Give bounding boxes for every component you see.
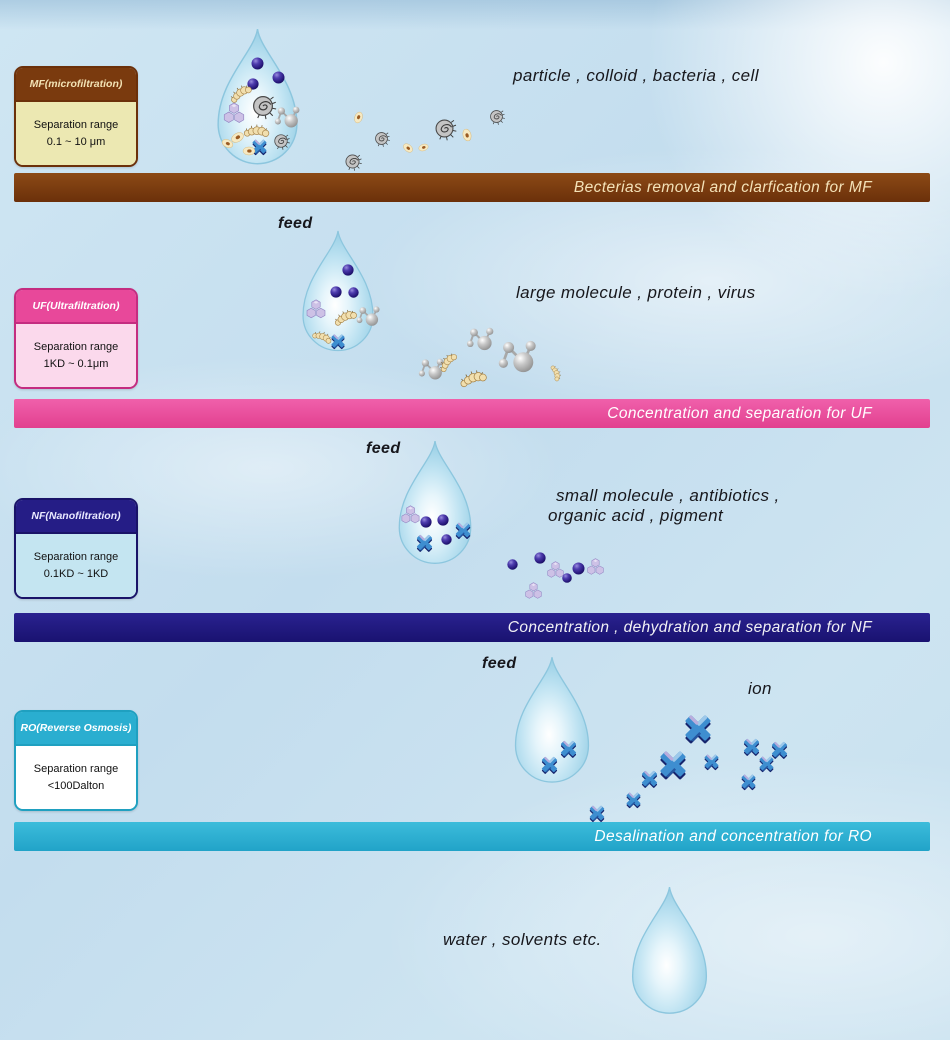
protein-icon — [547, 363, 568, 384]
ro-separation-range-label: Separation range — [33, 763, 119, 775]
uf-box-title: UF(Ultrafiltration) — [16, 290, 136, 324]
ro-separation-range-value: <100Dalton — [47, 780, 105, 792]
molecule-icon — [465, 325, 495, 355]
nf-banner-text: Concentration , dehydration and separati… — [507, 618, 872, 636]
nf-separation-range-label: Separation range — [33, 551, 119, 563]
uf-scatter-label: large molecule , protein , virus — [516, 283, 756, 302]
uf-separation-range-value: 1KD ~ 0.1μm — [43, 358, 109, 370]
hexcluster-icon — [585, 557, 606, 578]
bacteria-icon — [431, 115, 458, 142]
bacteria-icon — [487, 107, 506, 126]
uf-box-body: Separation range 1KD ~ 0.1μm — [16, 324, 136, 387]
ion-icon — [586, 802, 608, 824]
sphere-icon — [250, 56, 265, 71]
ion-label: ion — [748, 679, 772, 698]
ion-icon — [538, 753, 561, 776]
nf-feed-label: feed — [366, 440, 401, 457]
mf-separation-range-value: 0.1 ~ 10 μm — [46, 136, 106, 148]
nf-info-box: NF(Nanofiltration) Separation range 0.1K… — [14, 498, 138, 599]
mf-banner: Becterias removal and clarfication for M… — [14, 173, 930, 202]
nf-box-title: NF(Nanofiltration) — [16, 500, 136, 534]
mf-box-title: MF(microfiltration) — [16, 68, 136, 102]
uf-banner-text: Concentration and separation for UF — [607, 404, 872, 422]
bacteria-icon — [372, 129, 391, 148]
sphere-icon — [419, 515, 433, 529]
cell-icon — [348, 107, 367, 126]
ro-box-title: RO(Reverse Osmosis) — [16, 712, 136, 746]
uf-info-box: UF(Ultrafiltration) Separation range 1KD… — [14, 288, 138, 389]
cell-icon — [398, 138, 418, 158]
molecule-icon — [273, 104, 301, 132]
sphere-icon — [506, 558, 519, 571]
water-droplet — [621, 878, 718, 1028]
nf-banner: Concentration , dehydration and separati… — [14, 613, 930, 642]
ion-icon — [738, 771, 759, 792]
ion-icon — [756, 753, 777, 774]
cell-icon — [415, 139, 432, 156]
ion-icon — [638, 767, 661, 790]
bacteria-icon — [271, 131, 291, 151]
mf-info-box: MF(microfiltration) Separation range 0.1… — [14, 66, 138, 167]
sphere-icon — [329, 285, 343, 299]
ro-banner-text: Desalination and concentration for RO — [594, 827, 872, 845]
molecule-icon — [496, 337, 538, 379]
nf-scatter-label-line1: small molecule , antibiotics , — [556, 486, 780, 505]
mf-box-body: Separation range 0.1 ~ 10 μm — [16, 102, 136, 165]
cell-icon — [241, 143, 257, 159]
sphere-icon — [436, 513, 450, 527]
uf-separation-range-label: Separation range — [33, 341, 119, 353]
mf-banner-text: Becterias removal and clarfication for M… — [573, 178, 872, 196]
sphere-icon — [440, 533, 453, 546]
ion-icon — [701, 751, 722, 772]
ion-icon — [623, 789, 644, 810]
sphere-icon — [561, 572, 573, 584]
ro-feed-label: feed — [482, 655, 517, 672]
mf-scatter-label: particle , colloid , bacteria , cell — [513, 66, 759, 85]
sphere-icon — [341, 263, 355, 277]
hexcluster-icon — [304, 298, 328, 322]
ion-icon — [328, 331, 348, 351]
ion-icon — [413, 531, 436, 554]
uf-feed-label: feed — [278, 215, 313, 232]
ro-info-box: RO(Reverse Osmosis) Separation range <10… — [14, 710, 138, 811]
ion-icon — [679, 709, 717, 747]
ro-box-body: Separation range <100Dalton — [16, 746, 136, 809]
protein-icon — [456, 360, 490, 394]
sphere-icon — [347, 286, 360, 299]
molecule-icon — [355, 304, 381, 330]
permeate-label: water , solvents etc. — [443, 930, 602, 949]
hexcluster-icon — [523, 581, 544, 602]
nf-separation-range-value: 0.1KD ~ 1KD — [43, 568, 109, 580]
cell-icon — [457, 125, 477, 145]
mf-separation-range-label: Separation range — [33, 119, 119, 131]
bacteria-icon — [342, 151, 363, 172]
sphere-icon — [271, 70, 286, 85]
nf-scatter-label-line2: organic acid , pigment — [548, 506, 724, 525]
ro-banner: Desalination and concentration for RO — [14, 822, 930, 851]
ion-icon — [452, 519, 474, 541]
uf-banner: Concentration and separation for UF — [14, 399, 930, 428]
nf-box-body: Separation range 0.1KD ~ 1KD — [16, 534, 136, 597]
